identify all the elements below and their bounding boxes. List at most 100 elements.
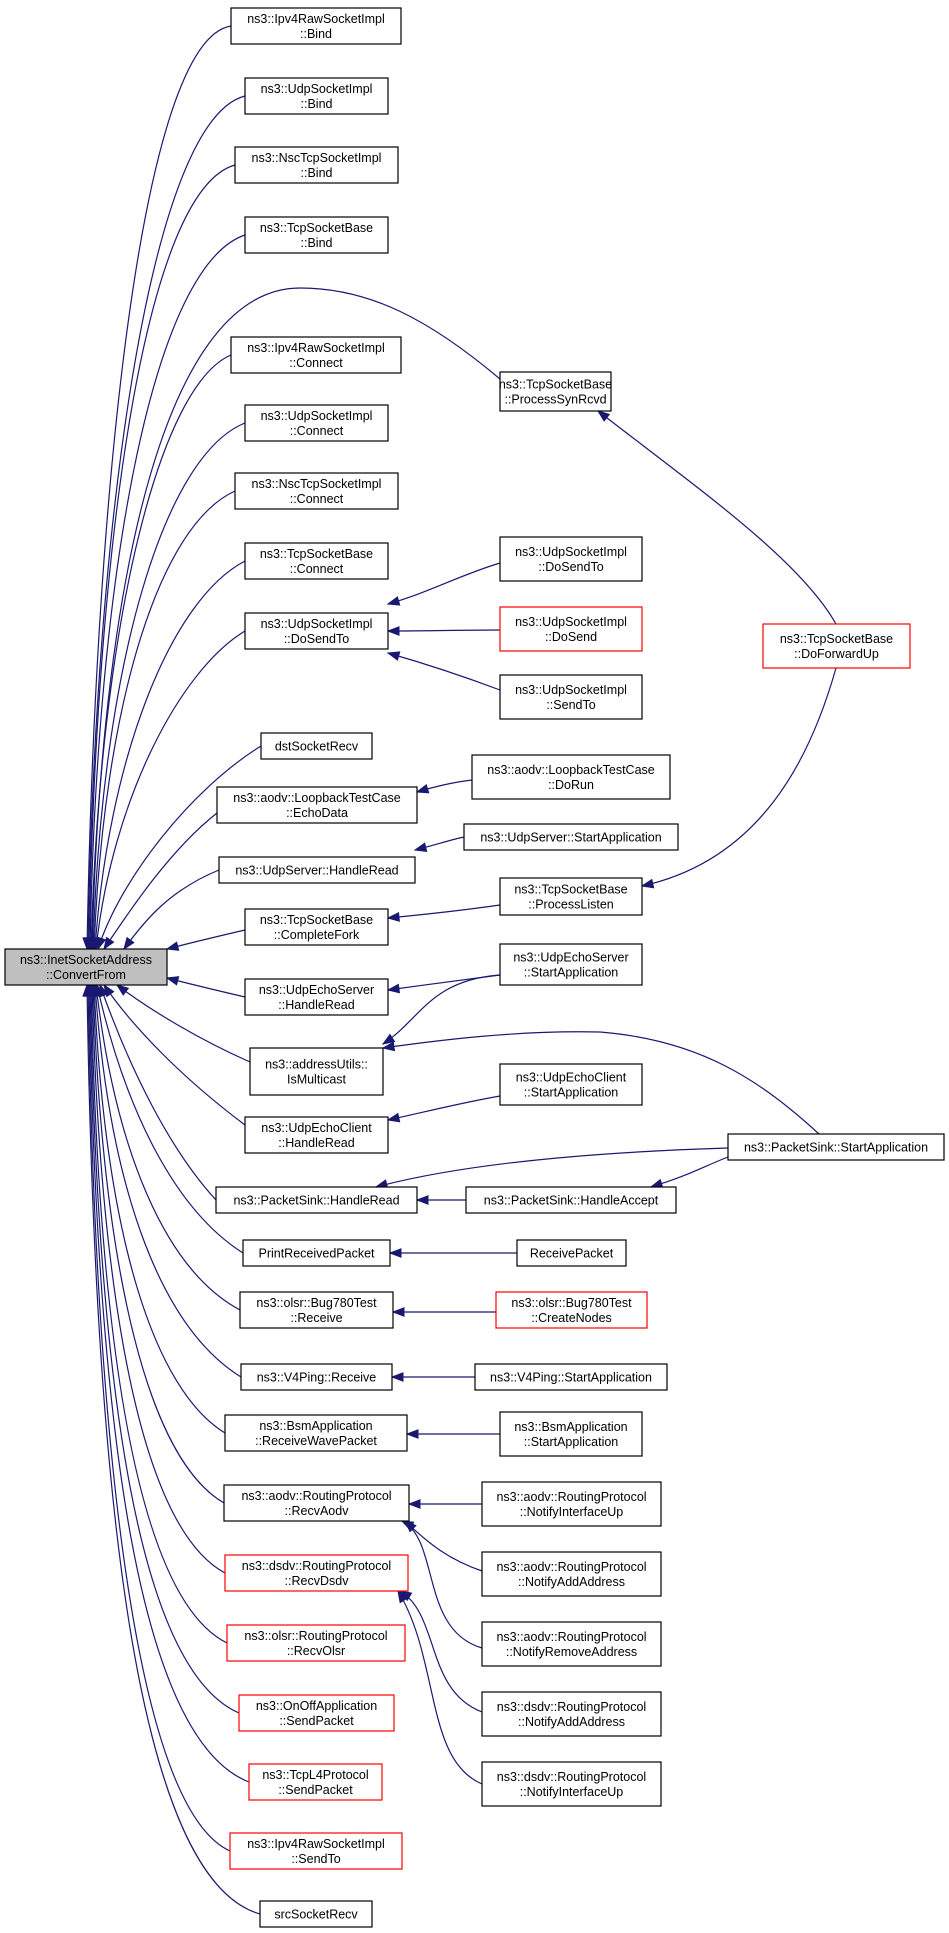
node-n21[interactable]: ns3::BsmApplication::ReceiveWavePacket [224, 1414, 408, 1452]
node-c13[interactable]: ns3::V4Ping::StartApplication [474, 1363, 668, 1391]
edge-line [88, 984, 250, 1783]
node-box [234, 472, 399, 510]
edge-line [88, 164, 236, 950]
node-c3[interactable]: ns3::UdpSocketImpl::DoSend [499, 606, 643, 652]
node-n25[interactable]: ns3::OnOffApplication::SendPacket [238, 1694, 395, 1732]
edge-arrowhead [596, 410, 611, 422]
node-n17[interactable]: ns3::PacketSink::HandleRead [215, 1186, 418, 1214]
node-label: ns3::OnOffApplication [256, 1699, 377, 1713]
node-box [481, 1551, 662, 1597]
node-label: dstSocketRecv [275, 740, 359, 754]
node-label: ns3::NscTcpSocketImpl [252, 477, 382, 491]
node-label: ns3::olsr::Bug780Test [256, 1296, 377, 1310]
edge-line [89, 234, 246, 950]
edge-line [93, 984, 226, 1434]
node-n2[interactable]: ns3::UdpSocketImpl::Bind [244, 77, 389, 115]
edge-c16-to-n22 [403, 1520, 483, 1572]
node-n16[interactable]: ns3::UdpEchoClient::HandleRead [244, 1116, 389, 1154]
node-n8[interactable]: ns3::TcpSocketBase::Connect [244, 542, 389, 580]
node-c10[interactable]: ns3::PacketSink::HandleAccept [465, 1186, 677, 1214]
edge-arrowhead [96, 936, 107, 951]
edge-n23-to-root [87, 983, 226, 1574]
node-c5[interactable]: ns3::aodv::LoopbackTestCase::DoRun [471, 754, 671, 800]
edge-n17-to-root [99, 983, 217, 1201]
node-box [244, 612, 389, 650]
edge-line [641, 667, 837, 887]
node-n4[interactable]: ns3::TcpSocketBase::Bind [244, 216, 389, 254]
node-n12[interactable]: ns3::UdpServer::HandleRead [218, 856, 416, 884]
node-n15[interactable]: ns3::addressUtils::IsMulticast [249, 1047, 384, 1096]
node-n1[interactable]: ns3::Ipv4RawSocketImpl::Bind [230, 7, 402, 45]
node-c18[interactable]: ns3::dsdv::RoutingProtocol::NotifyAddAdd… [481, 1691, 662, 1737]
node-label: ns3::TcpL4Protocol [262, 1768, 368, 1782]
node-n9[interactable]: ns3::UdpSocketImpl::DoSendTo [244, 612, 389, 650]
edge-arrowhead [391, 1307, 405, 1317]
node-n5[interactable]: ns3::Ipv4RawSocketImpl::Connect [230, 336, 402, 374]
node-label: ns3::addressUtils:: [265, 1058, 368, 1072]
node-c8[interactable]: ns3::UdpEchoServer::StartApplication [499, 943, 643, 986]
node-box [234, 146, 399, 184]
edge-n26-to-root [84, 983, 250, 1783]
node-label: ::HandleRead [278, 1136, 354, 1150]
node-box [499, 1063, 643, 1106]
node-box [218, 856, 416, 884]
node-label: ::NotifyAddAddress [518, 1575, 625, 1589]
node-n10[interactable]: dstSocketRecv [260, 732, 373, 760]
node-n24[interactable]: ns3::olsr::RoutingProtocol::RecvOlsr [226, 1624, 406, 1662]
edge-n12-to-root [123, 869, 220, 951]
node-label: ns3::UdpSocketImpl [261, 82, 373, 96]
edge-arrowhead [386, 983, 401, 994]
node-c7[interactable]: ns3::TcpSocketBase::ProcessListen [499, 877, 643, 916]
edge-arrowhead [165, 976, 180, 986]
node-n23[interactable]: ns3::dsdv::RoutingProtocol::RecvDsdv [224, 1554, 409, 1592]
node-box [249, 1047, 384, 1096]
node-c1[interactable]: ns3::TcpSocketBase::ProcessSynRcvd [499, 371, 612, 412]
node-label: ::RecvOlsr [287, 1644, 345, 1658]
edge-c13-to-n20 [390, 1372, 475, 1382]
edge-n16-to-root [103, 983, 246, 1126]
node-label: ::SendPacket [278, 1783, 353, 1797]
node-box [499, 371, 612, 412]
node-n13[interactable]: ns3::TcpSocketBase::CompleteFork [244, 908, 389, 946]
node-c15[interactable]: ns3::aodv::RoutingProtocol::NotifyInterf… [481, 1481, 662, 1527]
node-n19[interactable]: ns3::olsr::Bug780Test::Receive [239, 1291, 394, 1329]
node-n14[interactable]: ns3::UdpEchoServer::HandleRead [244, 978, 389, 1016]
node-c4[interactable]: ns3::UdpSocketImpl::SendTo [499, 674, 643, 720]
node-box [499, 877, 643, 916]
node-label: ns3::TcpSocketBase [260, 221, 373, 235]
node-c9[interactable]: ns3::UdpEchoClient::StartApplication [499, 1063, 643, 1106]
node-n7[interactable]: ns3::NscTcpSocketImpl::Connect [234, 472, 399, 510]
node-d1[interactable]: ns3::TcpSocketBase::DoForwardUp [762, 623, 911, 669]
node-n11[interactable]: ns3::aodv::LoopbackTestCase::EchoData [216, 786, 418, 824]
edge-line [103, 812, 218, 950]
node-c16[interactable]: ns3::aodv::RoutingProtocol::NotifyAddAdd… [481, 1551, 662, 1597]
node-n20[interactable]: ns3::V4Ping::Receive [240, 1363, 393, 1391]
node-label: ::Bind [301, 97, 333, 111]
node-c2[interactable]: ns3::UdpSocketImpl::DoSendTo [499, 536, 643, 582]
node-c11[interactable]: ReceivePacket [516, 1239, 627, 1267]
node-c6[interactable]: ns3::UdpServer::StartApplication [463, 823, 679, 851]
node-n6[interactable]: ns3::UdpSocketImpl::Connect [244, 404, 389, 442]
node-label: ::DoForwardUp [794, 647, 879, 661]
node-c17[interactable]: ns3::aodv::RoutingProtocol::NotifyRemove… [481, 1621, 662, 1667]
node-n28[interactable]: srcSocketRecv [259, 1900, 373, 1928]
node-n26[interactable]: ns3::TcpL4Protocol::SendPacket [248, 1763, 383, 1801]
node-label: ns3::InetSocketAddress [20, 953, 152, 967]
node-n22[interactable]: ns3::aodv::RoutingProtocol::RecvAodv [223, 1484, 410, 1522]
node-root[interactable]: ns3::InetSocketAddress::ConvertFrom [4, 948, 168, 986]
node-label: ::DoSendTo [538, 560, 603, 574]
node-box [244, 978, 389, 1016]
node-label: ::Bind [300, 27, 332, 41]
node-label: ns3::UdpEchoClient [261, 1121, 372, 1135]
node-label: ns3::Ipv4RawSocketImpl [247, 1837, 385, 1851]
node-c19[interactable]: ns3::dsdv::RoutingProtocol::NotifyInterf… [481, 1761, 662, 1807]
node-label: ns3::V4Ping::Receive [257, 1371, 377, 1385]
node-c14[interactable]: ns3::BsmApplication::StartApplication [499, 1411, 643, 1457]
node-n18[interactable]: PrintReceivedPacket [242, 1239, 391, 1267]
node-label: ::Bind [301, 236, 333, 250]
node-n3[interactable]: ns3::NscTcpSocketImpl::Bind [234, 146, 399, 184]
node-n27[interactable]: ns3::Ipv4RawSocketImpl::SendTo [229, 1832, 403, 1870]
node-box [516, 1239, 627, 1267]
node-d2[interactable]: ns3::PacketSink::StartApplication [727, 1133, 945, 1161]
node-c12[interactable]: ns3::olsr::Bug780Test::CreateNodes [495, 1291, 648, 1329]
